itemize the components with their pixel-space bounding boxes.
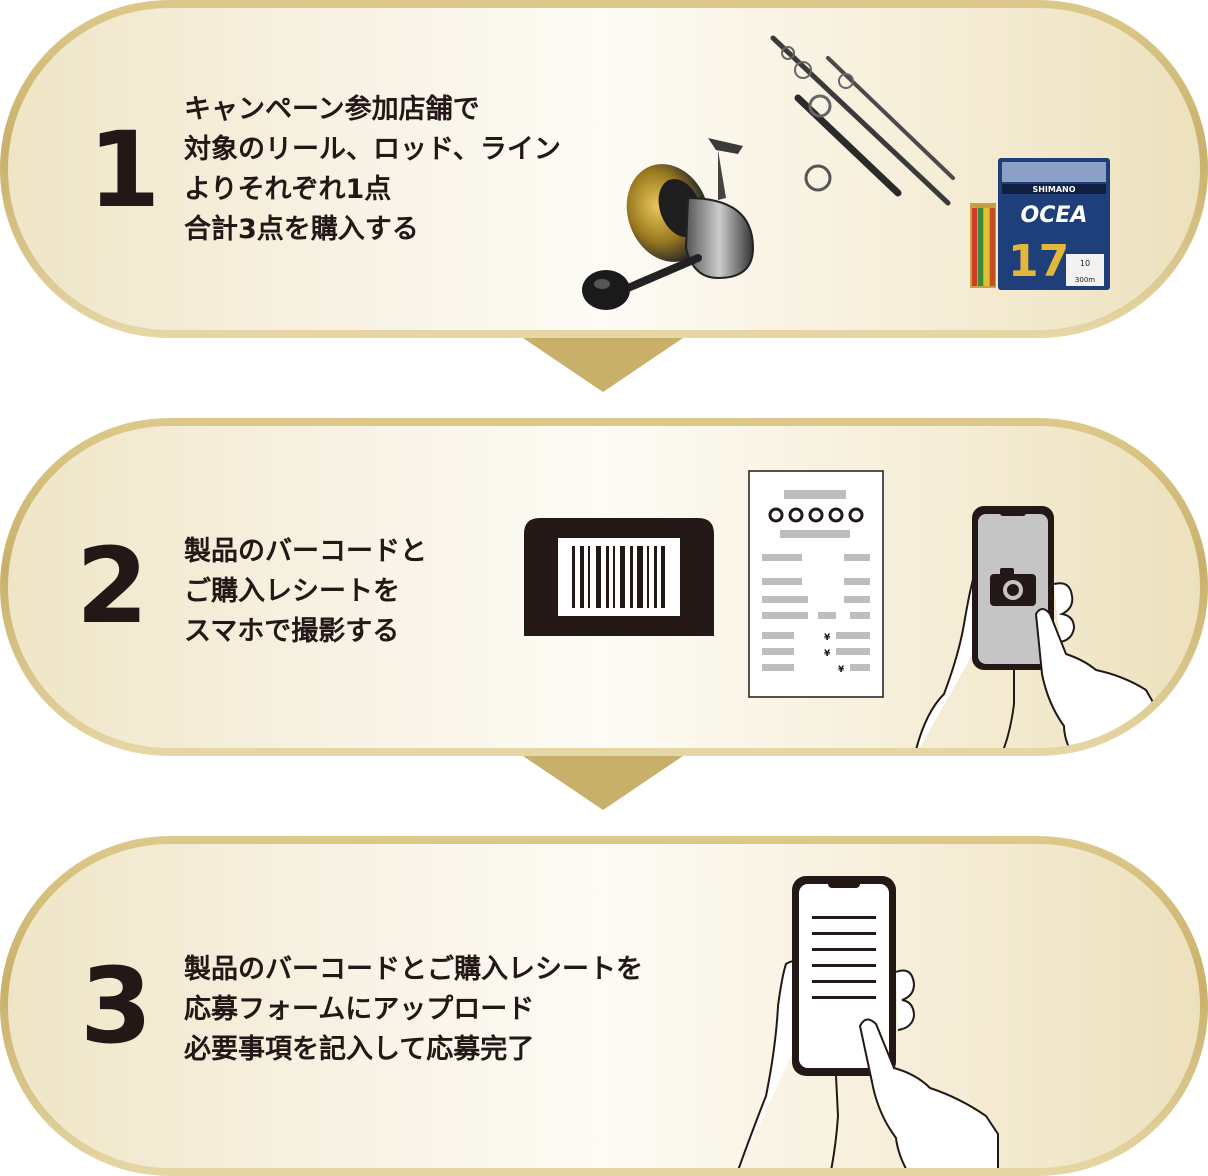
step-2-line-3: スマホで撮影する: [184, 616, 400, 647]
step-1-line-1: キャンペーン参加店舗で: [184, 94, 480, 125]
step-2-line-2: ご購入レシートを: [184, 576, 400, 607]
step-3-line-1: 製品のバーコードとご購入レシートを: [184, 954, 643, 985]
arrow-down-icon: [523, 338, 683, 392]
step-3-text: 製品のバーコードとご購入レシートを 応募フォームにアップロード 必要事項を記入し…: [184, 950, 643, 1070]
barcode-icon: [524, 518, 714, 636]
step-3-inner: 3 製品のバーコードとご購入レシートを 応募フォームにアップロード 必要事項を記…: [8, 844, 1200, 1168]
receipt-yen-3: ¥: [838, 665, 845, 675]
form-lines: [812, 916, 876, 999]
line-product-label: OCEA: [1021, 203, 1088, 228]
receipt-yen-1: ¥: [824, 633, 831, 643]
step-3-line-2: 応募フォームにアップロード: [184, 994, 535, 1025]
step-1-line-4: 合計3点を購入する: [184, 214, 419, 245]
step-1-text: キャンペーン参加店舗で 対象のリール、ロッド、ライン よりそれぞれ1点 合計3点…: [184, 90, 561, 250]
step-2-card: 2 製品のバーコードと ご購入レシートを スマホで撮影する: [0, 418, 1208, 756]
phone-camera-icon: [915, 506, 1154, 748]
step-3-number: 3: [80, 945, 152, 1067]
line-size-label: 10: [1080, 259, 1090, 268]
step-3-line-3: 必要事項を記入して応募完了: [184, 1034, 535, 1065]
reel-icon: [582, 138, 755, 310]
step-1-line-3: よりそれぞれ1点: [184, 174, 392, 205]
line-length-label: 300m: [1075, 276, 1095, 284]
camera-glyph: [990, 568, 1036, 606]
step-2-line-1: 製品のバーコードと: [184, 536, 427, 567]
line-brand-label: SHIMANO: [1032, 185, 1075, 194]
step-1-number: 1: [88, 109, 160, 231]
receipt-icon: ¥ ¥ ¥: [748, 470, 884, 698]
receipt-yen-2: ¥: [824, 649, 831, 659]
step-1-line-2: 対象のリール、ロッド、ライン: [184, 134, 561, 165]
step-2-text: 製品のバーコードと ご購入レシートを スマホで撮影する: [184, 532, 427, 652]
step-2-inner: 2 製品のバーコードと ご購入レシートを スマホで撮影する: [8, 426, 1200, 748]
line-model-label: 17: [1008, 236, 1069, 287]
line-package-icon: SHIMANO OCEA 17 10 300m: [970, 158, 1110, 290]
step-2-number: 2: [76, 525, 148, 647]
phone-form-icon: [737, 876, 999, 1168]
arrow-down-icon: [523, 756, 683, 810]
step-1-card: 1 キャンペーン参加店舗で 対象のリール、ロッド、ライン よりそれぞれ1点 合計…: [0, 0, 1208, 338]
step-3-card: 3 製品のバーコードとご購入レシートを 応募フォームにアップロード 必要事項を記…: [0, 836, 1208, 1176]
step-1-inner: 1 キャンペーン参加店舗で 対象のリール、ロッド、ライン よりそれぞれ1点 合計…: [8, 8, 1200, 330]
rod-icon: [770, 35, 955, 206]
